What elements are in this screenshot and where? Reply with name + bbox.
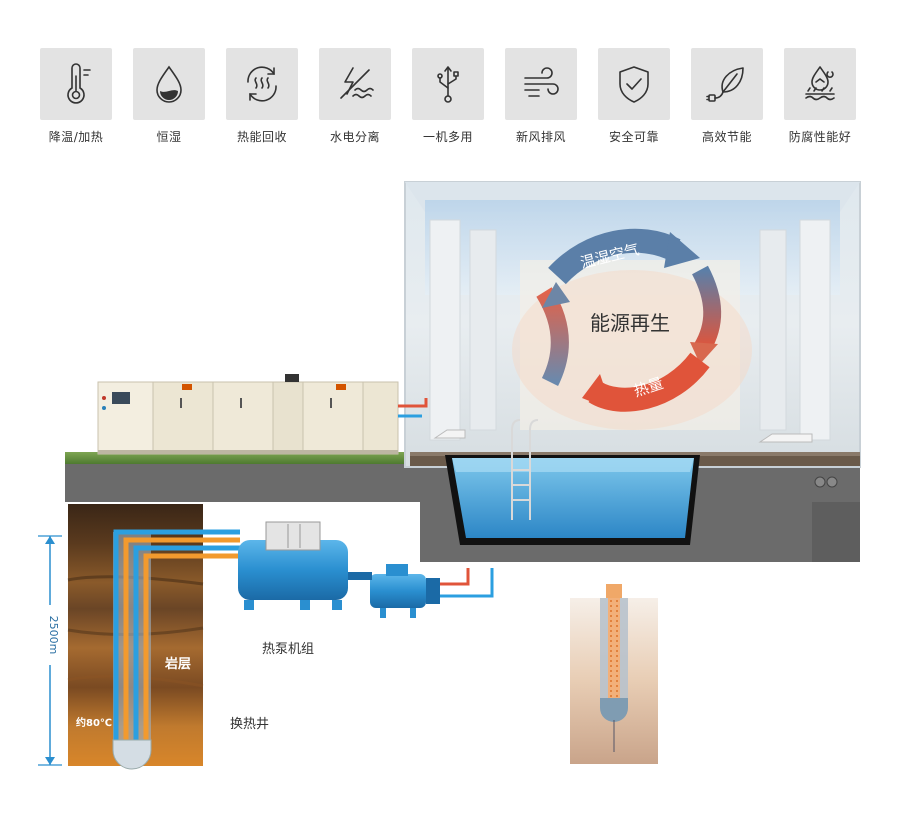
well-bottom xyxy=(112,739,152,770)
feature-label: 防腐性能好 xyxy=(788,130,852,144)
feature-row: 降温/加热 恒湿 热能回收 xyxy=(40,48,860,148)
heat-recovery-icon xyxy=(226,48,298,120)
temperature-label: 约80℃ xyxy=(76,716,112,729)
cycle-right-arrow xyxy=(691,265,722,353)
heat-exchange-well-label: 换热井 xyxy=(230,717,269,732)
energy-regeneration-label: 能源再生 xyxy=(590,311,670,335)
feature-anti-corrosion: 防腐性能好 xyxy=(784,48,856,145)
rock-layer-label: 岩层 xyxy=(164,656,191,672)
well-pipe-blue xyxy=(113,529,240,742)
thermometer-icon xyxy=(40,48,112,120)
leaf-plug-icon xyxy=(691,48,763,120)
humid-air-arrow xyxy=(548,228,681,285)
wind-icon xyxy=(505,48,577,120)
feature-label: 热能回收 xyxy=(236,130,287,144)
heat-pump-unit: 热泵机组 xyxy=(238,521,440,657)
pool-deck-edge xyxy=(410,452,860,456)
feature-label: 水电分离 xyxy=(329,130,380,144)
feature-fresh-exhaust-air: 新风排风 xyxy=(505,48,577,145)
feature-multi-use: 一机多用 xyxy=(412,48,484,145)
well-pipe-blue-2 xyxy=(133,545,240,742)
feature-label: 降温/加热 xyxy=(48,130,104,144)
pool-return-pipe xyxy=(440,568,494,598)
feature-water-electric-separation: 水电分离 xyxy=(319,48,391,145)
system-diagram: 温湿空气 能源再生 热量 岩层 约80℃ 2500m xyxy=(38,181,861,770)
heat-pump-label: 热泵机组 xyxy=(262,642,314,657)
water-electric-separation-icon xyxy=(319,48,391,120)
feature-label: 高效节能 xyxy=(701,130,752,144)
feature-safe-reliable: 安全可靠 xyxy=(598,48,670,145)
borehole-detail-inset xyxy=(570,584,658,764)
slab-shadow xyxy=(420,502,860,562)
swimming-pool xyxy=(445,419,700,545)
feature-label: 一机多用 xyxy=(422,130,473,144)
geothermal-well-section: 岩层 约80℃ xyxy=(67,504,240,770)
well-pipe-orange-2 xyxy=(143,553,240,742)
pipe-outlet xyxy=(814,476,826,488)
depth-label: 2500m xyxy=(47,616,60,655)
anti-corrosion-icon xyxy=(784,48,856,120)
pipe-outlet xyxy=(826,476,838,488)
usb-multi-use-icon xyxy=(412,48,484,120)
feature-cooling-heating: 降温/加热 xyxy=(40,48,112,145)
water-drop-icon xyxy=(133,48,205,120)
shield-check-icon xyxy=(598,48,670,120)
feature-energy-efficient: 高效节能 xyxy=(691,48,763,145)
feature-constant-humidity: 恒湿 xyxy=(133,48,205,145)
feature-label: 安全可靠 xyxy=(608,130,659,144)
well-pipe-orange xyxy=(123,537,240,742)
grass-strip xyxy=(65,452,415,464)
depth-dimension: 2500m xyxy=(38,535,62,766)
feature-heat-recovery: 热能回收 xyxy=(226,48,298,145)
air-handling-unit xyxy=(97,374,399,455)
energy-cycle: 温湿空气 能源再生 热量 xyxy=(536,228,722,412)
feature-label: 新风排风 xyxy=(515,130,566,144)
feature-label: 恒湿 xyxy=(156,130,182,144)
pool-supply-pipe xyxy=(440,568,470,586)
supply-pipe-red xyxy=(398,398,428,408)
